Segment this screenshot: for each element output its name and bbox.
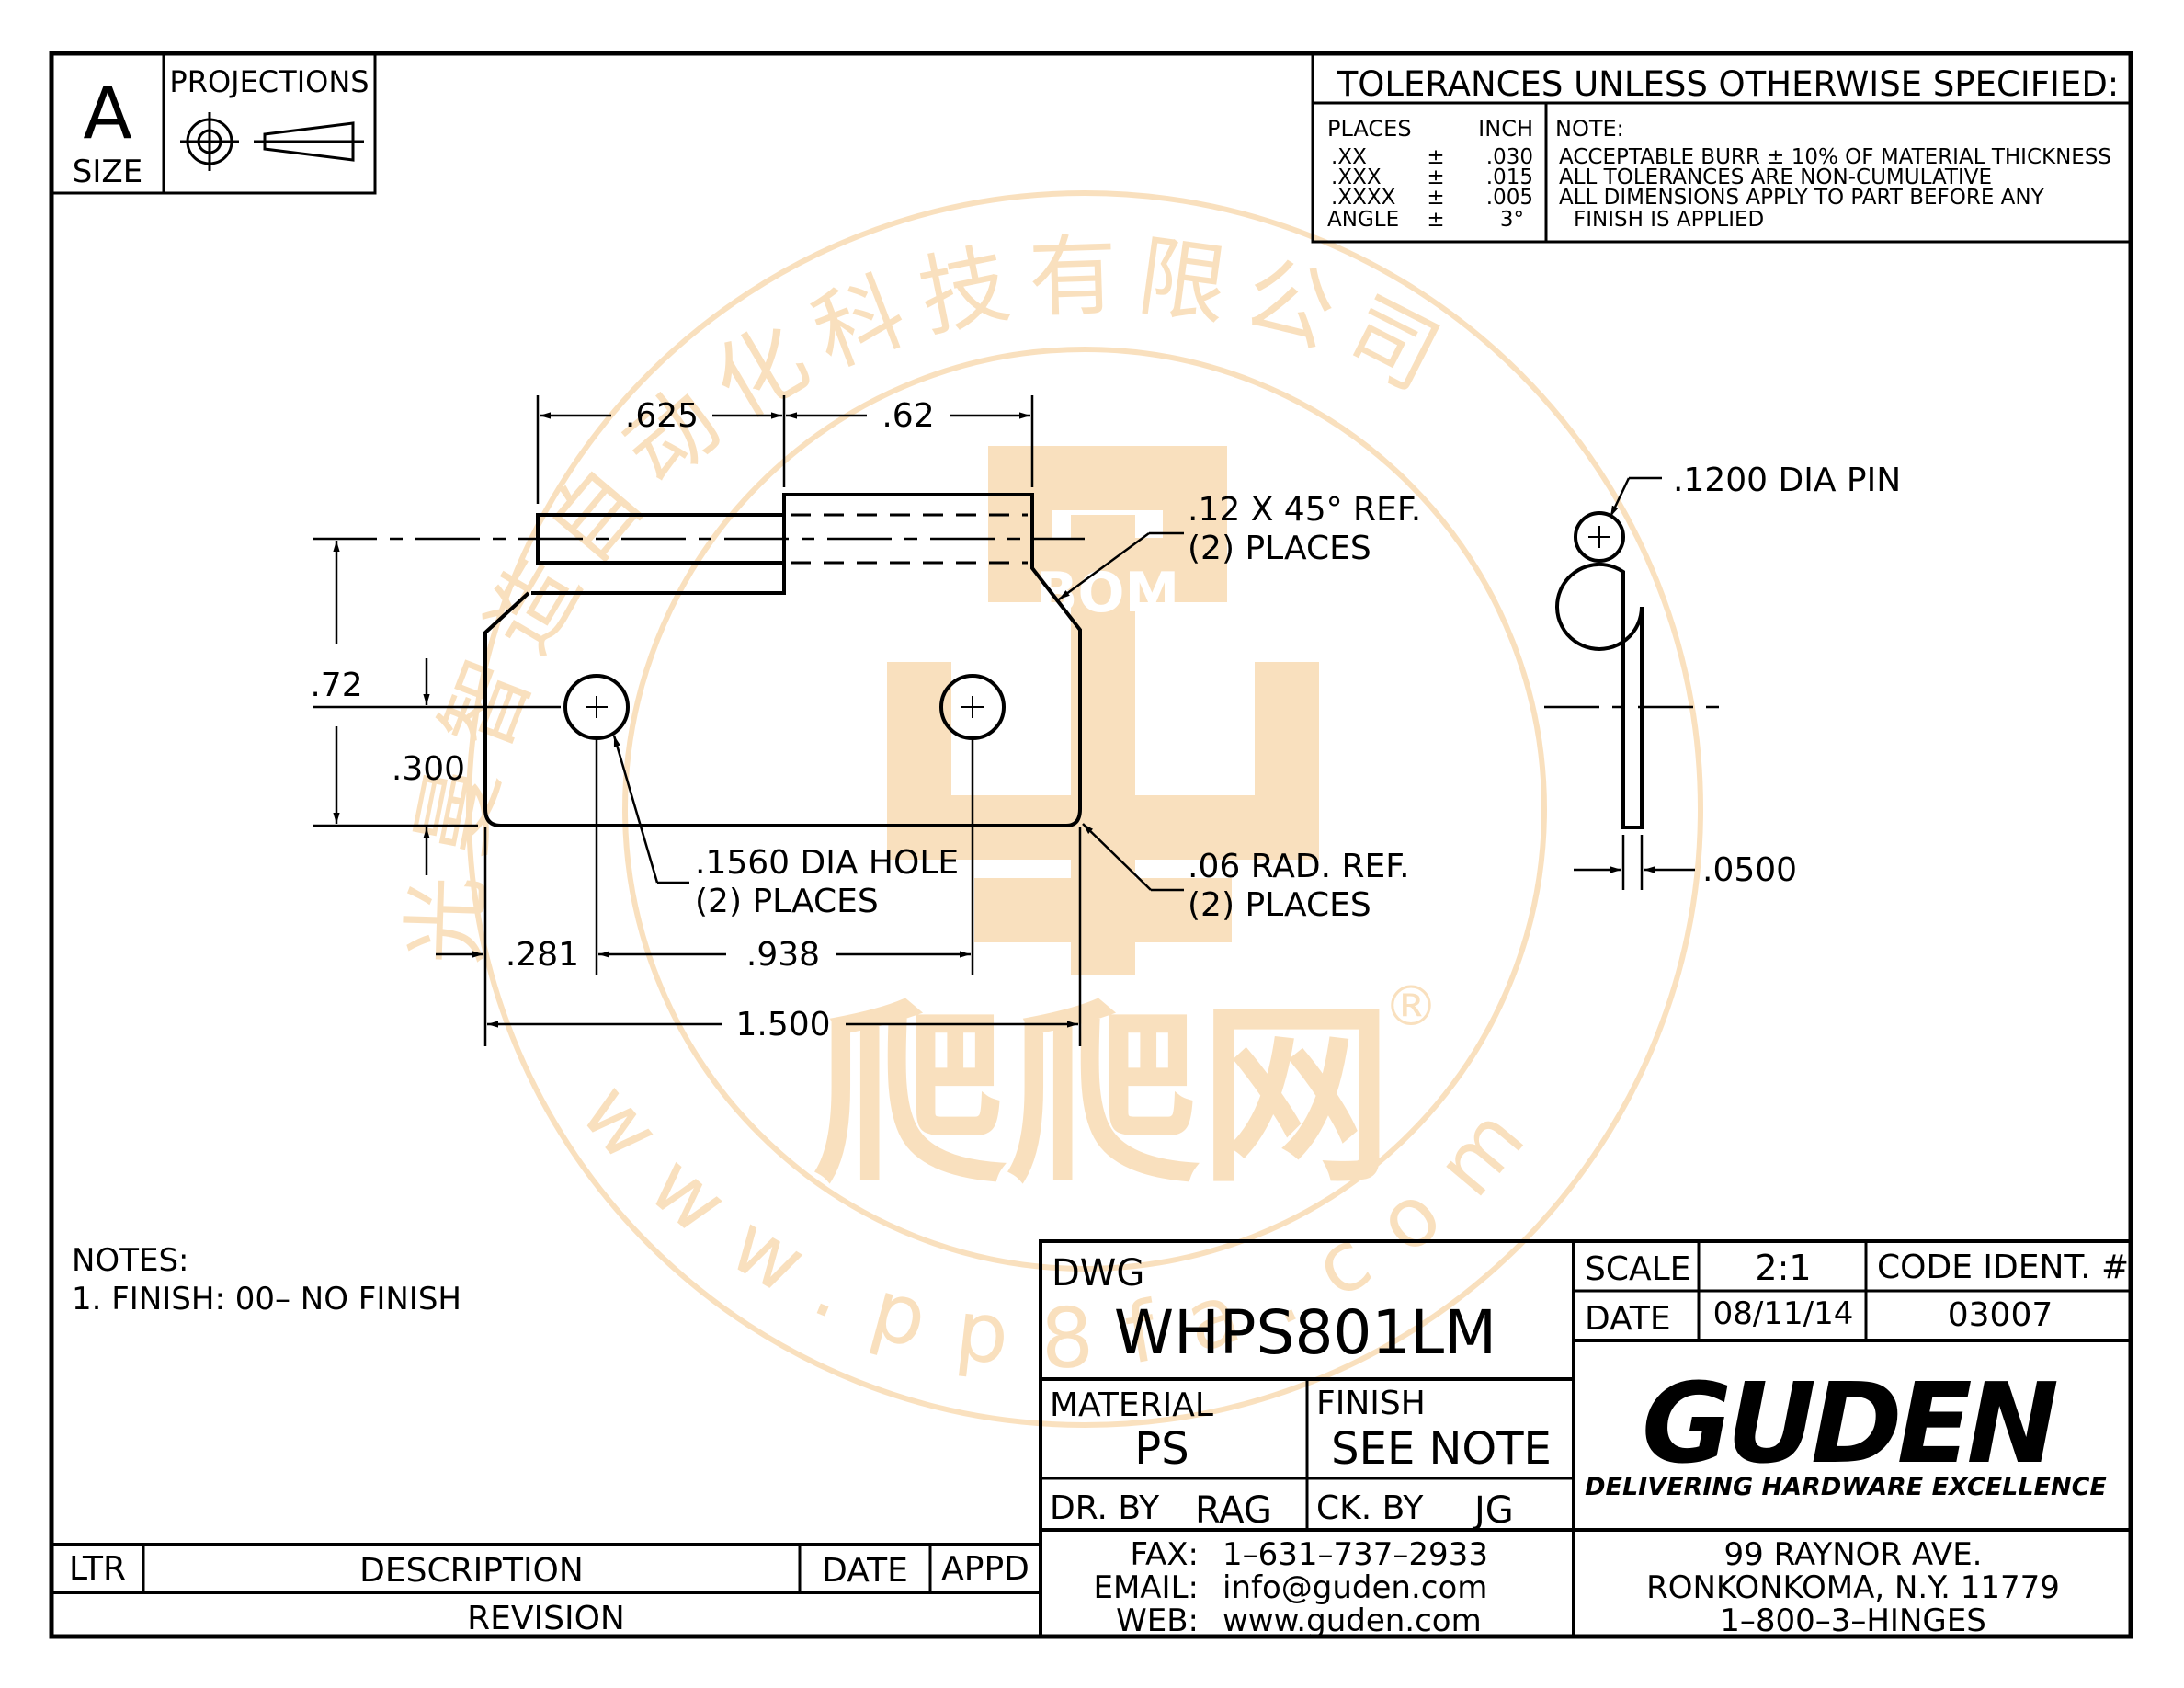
email-value[interactable]: info@guden.com — [1223, 1569, 1487, 1606]
date-label: DATE — [1585, 1300, 1671, 1338]
dim-62: .62 — [882, 397, 934, 435]
material-label: MATERIAL — [1050, 1386, 1213, 1424]
pin-callout: .1200 DIA PIN — [1673, 462, 1901, 499]
projections-title: PROJECTIONS — [169, 64, 369, 99]
revision-date: DATE — [822, 1552, 908, 1590]
watermark-outer-ring — [466, 190, 1703, 1428]
tolerances-block: TOLERANCES UNLESS OTHERWISE SPECIFIED: P… — [1311, 51, 2133, 244]
title-block: DWG WHPS801LM SCALE 2:1 CODE IDENT. # DA… — [1039, 1239, 2133, 1639]
target-projection-icon — [180, 112, 239, 171]
notes: NOTES: 1. FINISH: 00– NO FINISH — [72, 1242, 461, 1317]
revision-block: LTR DESCRIPTION DATE APPD REVISION — [51, 1543, 1041, 1637]
watermark-badge: BOM — [1036, 561, 1179, 625]
callouts: .12 X 45° REF. (2) PLACES .1560 DIA HOLE… — [612, 491, 1421, 924]
dim-1500: 1.500 — [735, 1006, 830, 1044]
code-label: CODE IDENT. # — [1877, 1249, 2129, 1286]
watermark-center-text: 爬爬网 — [813, 984, 1393, 1209]
part-outline — [483, 493, 1082, 827]
drawn-by-label: DR. BY — [1050, 1489, 1160, 1527]
pin-circle — [1574, 511, 1625, 563]
code-value: 03007 — [1948, 1296, 2053, 1334]
dim-938: .938 — [746, 936, 820, 974]
size-block: A SIZE — [50, 51, 165, 195]
hole-right — [939, 674, 1006, 740]
scale-value: 2:1 — [1755, 1248, 1811, 1288]
checked-by-value: JG — [1472, 1489, 1514, 1532]
dwg-number: WHPS801LM — [1114, 1297, 1496, 1368]
front-dimensions: .625 .62 .72 .300 .281 .938 1.500 — [310, 395, 1082, 1046]
email-label: EMAIL: — [1093, 1569, 1199, 1606]
tol-row-place: .XXXX — [1331, 186, 1396, 210]
tol-row-value: .005 — [1486, 186, 1533, 210]
tolerance-note: ALL TOLERANCES ARE NON-CUMULATIVE — [1559, 165, 1992, 189]
date-value: 08/11/14 — [1713, 1295, 1854, 1332]
tol-row-sign: ± — [1427, 208, 1444, 232]
note-header: NOTE: — [1555, 116, 1624, 142]
notes-item-1: 1. FINISH: 00– NO FINISH — [72, 1281, 461, 1317]
phone-line: 1–800–3–HINGES — [1720, 1602, 1986, 1639]
company-tagline: DELIVERING HARDWARE EXCELLENCE — [1585, 1473, 2107, 1501]
dim-300: .300 — [392, 750, 465, 788]
chamfer-callout: .12 X 45° REF. — [1188, 491, 1421, 529]
address-line-1: 99 RAYNOR AVE. — [1724, 1536, 1983, 1573]
tolerance-note: ACCEPTABLE BURR ± 10% OF MATERIAL THICKN… — [1559, 145, 2111, 169]
drawn-by-value: RAG — [1195, 1489, 1272, 1532]
dim-72: .72 — [310, 667, 362, 704]
projections-block: PROJECTIONS — [162, 51, 377, 195]
web-value[interactable]: www.guden.com — [1223, 1602, 1482, 1639]
fax-label: FAX: — [1131, 1536, 1199, 1573]
company-logo: GUDEN — [1642, 1361, 2057, 1488]
cone-projection-icon — [254, 121, 364, 162]
tol-row-sign: ± — [1427, 165, 1444, 189]
front-view — [313, 493, 1085, 827]
dim-0500: .0500 — [1702, 851, 1797, 889]
side-profile — [1555, 562, 1644, 829]
tol-row-sign: ± — [1427, 186, 1444, 210]
radius-callout-places: (2) PLACES — [1188, 886, 1371, 924]
side-view: .1200 DIA PIN .0500 — [1544, 462, 1901, 890]
address-line-2: RONKONKOMA, N.Y. 11779 — [1646, 1569, 2060, 1606]
dim-281: .281 — [506, 936, 579, 974]
size-label: SIZE — [73, 154, 142, 190]
tol-row-place: .XX — [1331, 145, 1367, 169]
tol-row-value: .030 — [1486, 145, 1533, 169]
watermark-inner-ring — [622, 347, 1547, 1272]
finish-label: FINISH — [1316, 1385, 1426, 1422]
watermark-registered: ® — [1383, 975, 1439, 1039]
hole-left — [563, 674, 630, 740]
hole-callout: .1560 DIA HOLE — [695, 844, 959, 882]
checked-by-label: CK. BY — [1316, 1489, 1424, 1527]
material-value: PS — [1134, 1423, 1189, 1475]
revision-ltr: LTR — [69, 1550, 126, 1588]
revision-appd: APPD — [941, 1550, 1029, 1588]
size-letter: A — [83, 73, 131, 155]
web-label: WEB: — [1116, 1602, 1199, 1639]
finish-value: SEE NOTE — [1331, 1423, 1552, 1475]
tol-row-sign: ± — [1427, 145, 1444, 169]
hole-callout-places: (2) PLACES — [695, 883, 879, 920]
fax-value: 1–631–737–2933 — [1223, 1536, 1488, 1573]
chamfer-callout-places: (2) PLACES — [1188, 530, 1371, 567]
radius-callout: .06 RAD. REF. — [1188, 848, 1410, 885]
tolerance-note: ALL DIMENSIONS APPLY TO PART BEFORE ANY — [1559, 186, 2045, 210]
revision-description: DESCRIPTION — [359, 1552, 584, 1590]
tol-row-value: 3° — [1500, 208, 1524, 232]
tol-row-value: .015 — [1486, 165, 1533, 189]
places-header: PLACES — [1327, 116, 1412, 142]
tolerances-title: TOLERANCES UNLESS OTHERWISE SPECIFIED: — [1337, 64, 2120, 104]
dim-625: .625 — [625, 397, 699, 435]
tolerance-note: FINISH IS APPLIED — [1574, 208, 1764, 232]
notes-heading: NOTES: — [72, 1242, 188, 1279]
revision-label: REVISION — [467, 1600, 625, 1637]
tol-row-place: .XXX — [1331, 165, 1382, 189]
scale-label: SCALE — [1585, 1250, 1690, 1288]
tol-row-place: ANGLE — [1327, 208, 1399, 232]
dwg-label: DWG — [1052, 1252, 1144, 1295]
inch-header: INCH — [1478, 116, 1533, 142]
